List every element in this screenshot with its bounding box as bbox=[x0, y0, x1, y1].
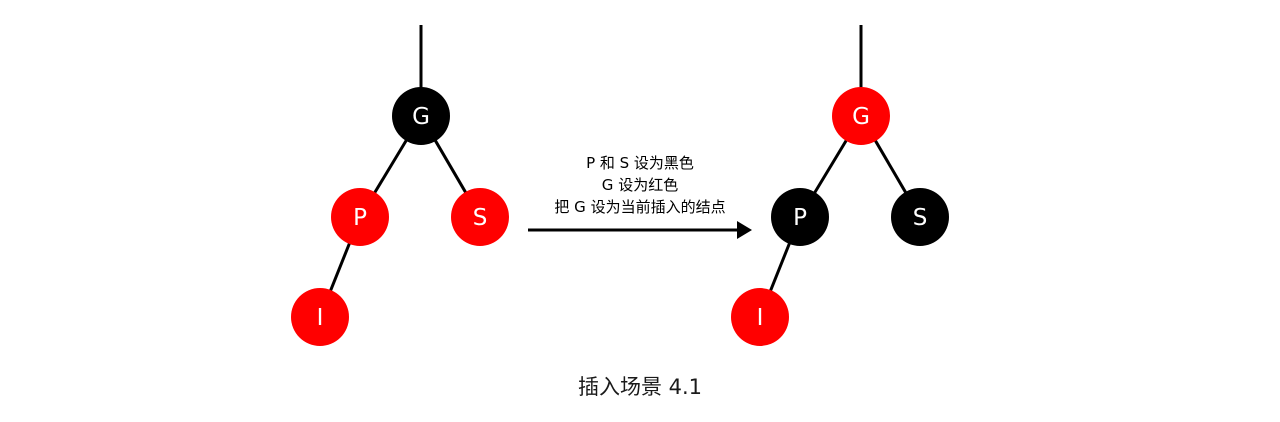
transition-annotation-group: P 和 S 设为黑色 G 设为红色 把 G 设为当前插入的结点 bbox=[528, 154, 752, 239]
node-label: I bbox=[317, 305, 324, 331]
transition-arrow-head bbox=[737, 221, 752, 239]
tree-node-G: G bbox=[392, 87, 450, 145]
node-circle-red bbox=[832, 87, 890, 145]
node-label: G bbox=[412, 104, 430, 130]
tree-node-I: I bbox=[291, 288, 349, 346]
node-circle-red bbox=[331, 188, 389, 246]
node-circle-red bbox=[291, 288, 349, 346]
tree-node-S: S bbox=[451, 188, 509, 246]
node-label: P bbox=[793, 205, 807, 231]
node-circle-black bbox=[891, 188, 949, 246]
tree-edge-P-I bbox=[768, 241, 792, 293]
tree-edge-G-P bbox=[372, 138, 409, 195]
tree-after-transformation: G P S I bbox=[731, 25, 949, 346]
node-label: G bbox=[852, 104, 870, 130]
node-circle-red bbox=[731, 288, 789, 346]
tree-edge-G-P bbox=[812, 138, 849, 195]
tree-edge-G-S bbox=[873, 138, 908, 195]
figure-caption: 插入场景 4.1 bbox=[578, 375, 702, 399]
tree-before-transformation: G P S I bbox=[291, 25, 509, 346]
tree-node-P: P bbox=[331, 188, 389, 246]
node-circle-red bbox=[451, 188, 509, 246]
transition-line-3: 把 G 设为当前插入的结点 bbox=[554, 198, 725, 216]
tree-node-I: I bbox=[731, 288, 789, 346]
node-circle-black bbox=[771, 188, 829, 246]
node-label: S bbox=[913, 205, 928, 231]
node-label: I bbox=[757, 305, 764, 331]
node-circle-black bbox=[392, 87, 450, 145]
node-label: S bbox=[473, 205, 488, 231]
tree-node-S: S bbox=[891, 188, 949, 246]
transition-line-2: G 设为红色 bbox=[602, 176, 678, 194]
tree-edge-P-I bbox=[328, 241, 352, 293]
tree-edge-G-S bbox=[433, 138, 468, 195]
node-label: P bbox=[353, 205, 367, 231]
tree-node-P: P bbox=[771, 188, 829, 246]
tree-node-G: G bbox=[832, 87, 890, 145]
transition-line-1: P 和 S 设为黑色 bbox=[586, 154, 694, 172]
